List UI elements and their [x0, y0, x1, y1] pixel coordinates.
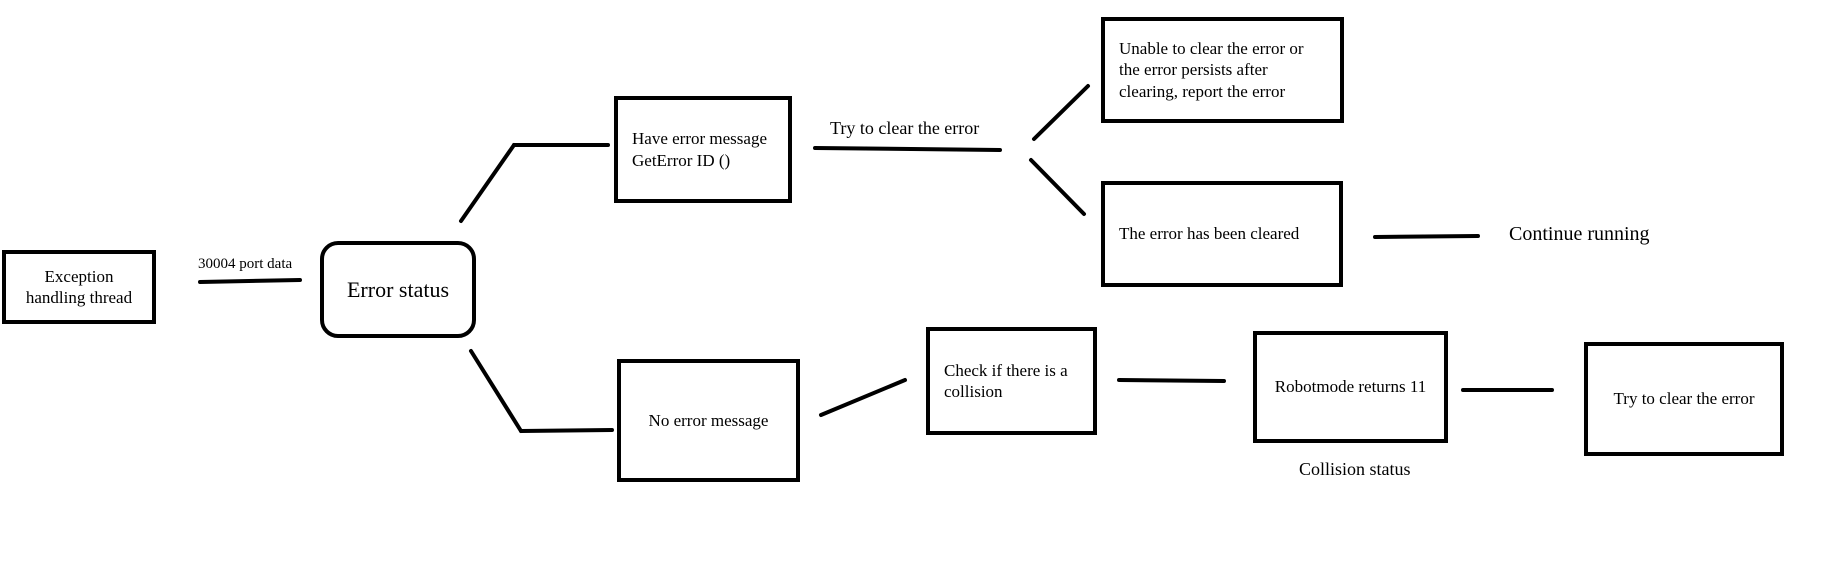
error-status-box: Error status: [320, 241, 476, 338]
connector-try-clear-to-cleared: [1029, 158, 1086, 216]
have-error-message-text: Have error message GetError ID (): [632, 129, 767, 170]
connector-status-upper-diagonal: [459, 143, 516, 223]
connector-cleared-to-continue: [1373, 234, 1480, 239]
connector-status-lower-horizontal: [519, 428, 614, 433]
robotmode-box: Robotmode returns 11: [1253, 331, 1448, 443]
no-error-message-box: No error message: [617, 359, 800, 482]
have-error-message-box: Have error message GetError ID (): [614, 96, 792, 203]
error-status-text: Error status: [346, 276, 450, 302]
connector-no-error-to-check-collision: [819, 378, 907, 417]
connector-check-collision-to-robotmode: [1117, 378, 1226, 383]
try-clear-final-text: Try to clear the error: [1613, 389, 1755, 409]
exception-handling-thread-text: Exception handling thread: [25, 266, 133, 307]
exception-handling-thread-box: Exception handling thread: [2, 250, 156, 324]
error-cleared-text: The error has been cleared: [1119, 224, 1300, 244]
check-collision-box: Check if there is a collision: [926, 327, 1097, 435]
connector-status-lower-diagonal: [469, 349, 523, 433]
connector-try-clear-to-unable: [1032, 84, 1090, 141]
robotmode-text: Robotmode returns 11: [1274, 377, 1427, 397]
collision-status-label: Collision status: [1299, 459, 1411, 479]
no-error-message-text: No error message: [648, 410, 769, 430]
error-cleared-box: The error has been cleared: [1101, 181, 1343, 287]
connector-have-error-to-try-clear: [813, 146, 1002, 152]
connector-exception-to-status: [198, 278, 302, 284]
unable-to-clear-box: Unable to clear the error or the error p…: [1101, 17, 1344, 123]
port-data-label: 30004 port data: [198, 256, 293, 272]
try-clear-error-label: Try to clear the error: [830, 118, 980, 138]
unable-to-clear-text: Unable to clear the error or the error p…: [1119, 39, 1304, 101]
check-collision-text: Check if there is a collision: [944, 360, 1068, 401]
continue-running-label: Continue running: [1509, 223, 1650, 245]
try-clear-final-box: Try to clear the error: [1584, 342, 1784, 456]
